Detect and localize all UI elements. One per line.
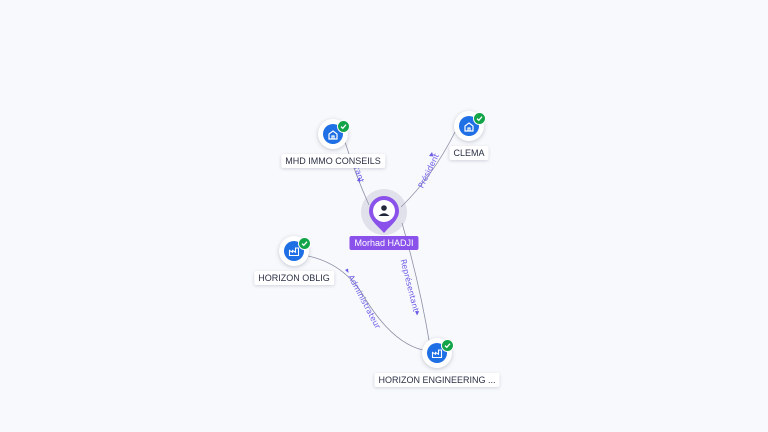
verified-check-icon — [473, 112, 486, 125]
relation-arrow-icon — [345, 268, 349, 273]
relation-label-president: Président — [416, 152, 441, 190]
verified-check-icon — [298, 237, 311, 250]
person-icon — [369, 196, 399, 233]
verified-check-icon — [337, 120, 350, 133]
company-name-label: CLEMA — [449, 146, 489, 160]
relation-arrow-icon — [415, 311, 420, 316]
relation-arrow-icon — [429, 152, 434, 157]
person-name-label: Morhad HADJI — [349, 236, 419, 250]
company-name-label: HORIZON ENGINEERING ... — [374, 373, 500, 387]
verified-check-icon — [441, 339, 454, 352]
relation-arrow-icon — [357, 177, 361, 182]
company-name-label: MHD IMMO CONSEILS — [281, 154, 385, 168]
relation-label-administrateur: Administrateur — [346, 273, 382, 331]
company-name-label: HORIZON OBLIG — [254, 271, 334, 285]
